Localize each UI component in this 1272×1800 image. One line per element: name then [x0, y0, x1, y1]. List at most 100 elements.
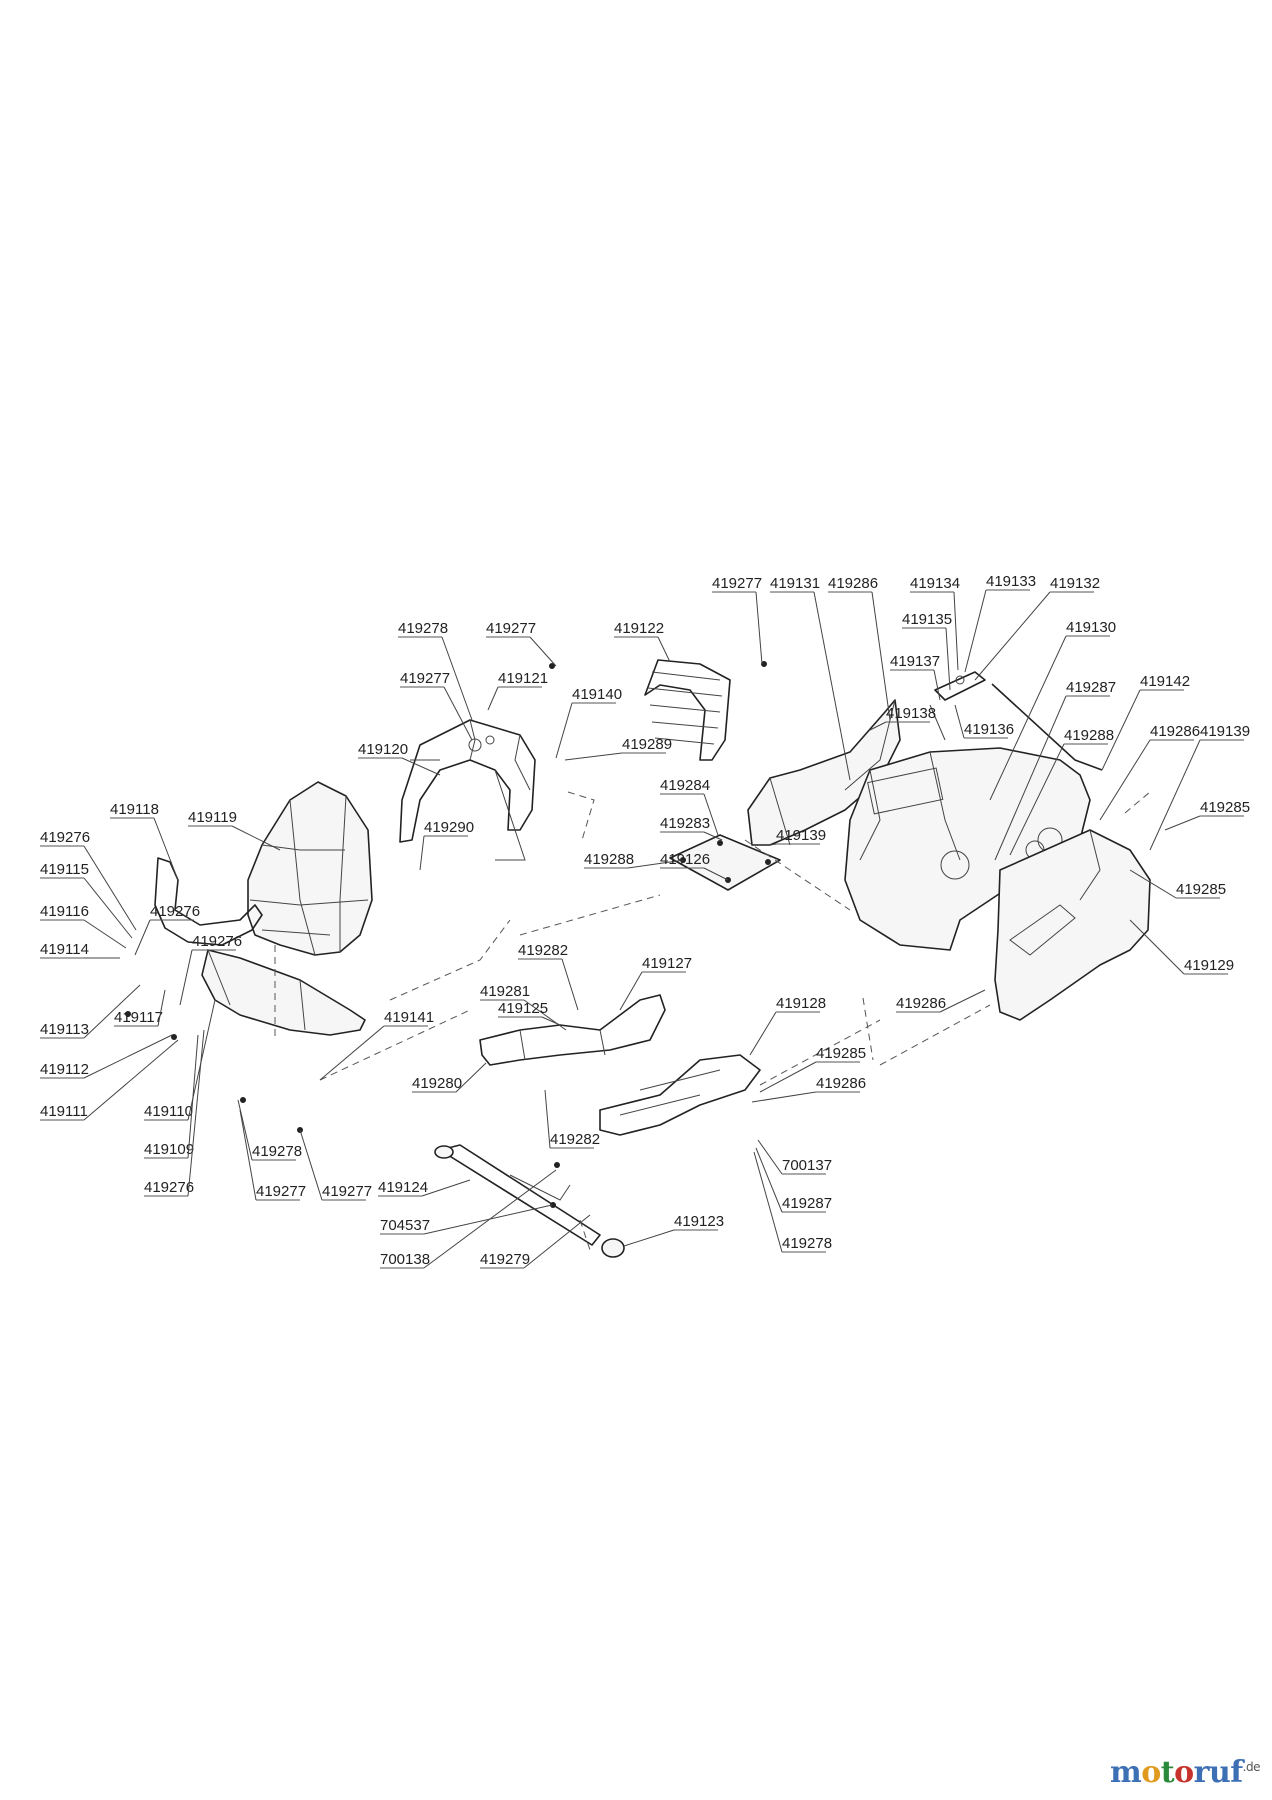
callout-419132: 419132: [974, 575, 1100, 681]
part-number-label: 419110: [144, 1103, 193, 1120]
part-number-label: 700138: [380, 1251, 430, 1268]
cable-part-419142: [991, 683, 1103, 771]
part-number-label: 419286: [1150, 723, 1200, 740]
callout-419279: 419279: [480, 1214, 591, 1269]
part-number-label: 419131: [770, 575, 820, 592]
part-number-label: 419286: [828, 575, 878, 592]
side-fender-part-419129: [994, 829, 1151, 1021]
part-number-label: 419278: [782, 1235, 832, 1252]
callout-419276-c: 419276: [179, 933, 242, 1006]
callout-419131: 419131: [770, 575, 851, 781]
part-number-label: 419285: [1176, 881, 1226, 898]
callout-419277-lower-b: 419277: [299, 1129, 372, 1201]
floor-plate-part-419126: [669, 834, 781, 891]
chassis-plate-part-419128: [599, 1054, 761, 1136]
callout-419125: 419125: [498, 1000, 561, 1026]
callout-419138: 419138: [869, 705, 936, 731]
part-number-label: 419140: [572, 686, 622, 703]
part-number-label: 419133: [986, 573, 1036, 590]
part-number-label: 419288: [584, 851, 634, 868]
callout-419287-lower: 419287: [755, 1147, 832, 1213]
part-number-label: 419276: [144, 1179, 194, 1196]
part-number-label: 419125: [498, 1000, 548, 1017]
callout-419282-upper: 419282: [518, 942, 579, 1011]
hood-part-419119: [247, 781, 373, 956]
hood-frame-part-419120: [399, 719, 536, 861]
callout-419128: 419128: [749, 995, 826, 1056]
callout-419276-a: 419276: [40, 829, 137, 931]
part-number-label: 419290: [424, 819, 474, 836]
callout-419277-top: 419277: [712, 575, 763, 665]
part-number-label: 419123: [674, 1213, 724, 1230]
part-number-label: 704537: [380, 1217, 430, 1234]
callout-419284: 419284: [660, 777, 719, 836]
part-number-label: 419282: [518, 942, 568, 959]
part-number-label: 419283: [660, 815, 710, 832]
callout-419285-mid: 419285: [759, 1045, 866, 1093]
callout-419130: 419130: [989, 619, 1116, 801]
part-number-label: 419126: [660, 851, 710, 868]
callout-419134: 419134: [910, 575, 960, 671]
part-number-label: 419112: [40, 1061, 89, 1078]
callout-419276-b: 419276: [134, 903, 200, 956]
part-number-label: 419289: [622, 736, 672, 753]
callout-419133: 419133: [964, 573, 1036, 673]
callout-419111: 419111: [40, 1039, 179, 1121]
callout-419286-lower: 419286: [751, 1075, 866, 1103]
part-number-label: 419129: [1184, 957, 1234, 974]
part-number-label: 419280: [412, 1075, 462, 1092]
callout-419288-mid: 419288: [584, 851, 685, 869]
part-number-label: 419132: [1050, 575, 1100, 592]
bumper-bracket-part-419117: [154, 857, 263, 946]
part-number-label: 419277: [712, 575, 762, 592]
callout-419283: 419283: [660, 815, 723, 841]
callout-419112: 419112: [40, 1034, 173, 1079]
callout-419139-mid: 419139: [769, 827, 826, 846]
part-number-label: 419121: [498, 670, 548, 687]
part-number-label: 419141: [384, 1009, 434, 1026]
callout-419119: 419119: [188, 809, 281, 851]
part-number-label: 419286: [896, 995, 946, 1012]
part-number-label: 419287: [1066, 679, 1116, 696]
callout-419123: 419123: [623, 1213, 724, 1247]
part-number-label: 419142: [1140, 673, 1190, 690]
part-number-label: 419134: [910, 575, 960, 592]
part-number-label: 419135: [902, 611, 952, 628]
front-axle-part-419124: [434, 1144, 625, 1258]
callout-419115: 419115: [40, 861, 133, 939]
callout-419122: 419122: [614, 620, 671, 663]
part-number-label: 419137: [890, 653, 940, 670]
callout-704537: 704537: [380, 1204, 553, 1235]
control-cluster-part-419133: [929, 671, 986, 741]
part-number-label: 419130: [1066, 619, 1116, 636]
callout-419280: 419280: [412, 1062, 487, 1093]
part-number-label: 700137: [782, 1157, 832, 1174]
callout-419113: 419113: [40, 984, 141, 1039]
part-number-label: 419277: [322, 1183, 372, 1200]
callout-419139-right: 419139: [1149, 723, 1250, 851]
part-number-label: 419115: [40, 861, 89, 878]
callout-419282-lower: 419282: [544, 1089, 600, 1149]
part-number-label: 419288: [1064, 727, 1114, 744]
callout-419278-upper: 419278: [398, 620, 473, 721]
callout-700137: 700137: [757, 1139, 832, 1175]
callout-419278-lower: 419278: [237, 1099, 302, 1161]
part-number-label: 419116: [40, 903, 89, 920]
callout-419136: 419136: [954, 704, 1014, 739]
part-number-label: 419139: [776, 827, 826, 844]
callout-419287-right: 419287: [994, 679, 1116, 861]
callout-419277-lower-a: 419277: [239, 1109, 306, 1201]
chassis-plate-part-419127: [479, 994, 666, 1066]
part-number-label: 419278: [252, 1143, 302, 1160]
part-number-label: 419109: [144, 1141, 194, 1158]
part-number-label: 419128: [776, 995, 826, 1012]
callout-419116: 419116: [40, 903, 127, 949]
callout-419290: 419290: [419, 819, 474, 871]
part-number-label: 419122: [614, 620, 664, 637]
part-number-label: 419279: [480, 1251, 530, 1268]
callout-419288-right: 419288: [1009, 727, 1114, 856]
motoruf-logo: motoruf.de: [1110, 1755, 1261, 1790]
part-number-label: 419118: [110, 801, 159, 818]
callout-419289: 419289: [564, 736, 672, 761]
part-number-label: 419277: [400, 670, 450, 687]
